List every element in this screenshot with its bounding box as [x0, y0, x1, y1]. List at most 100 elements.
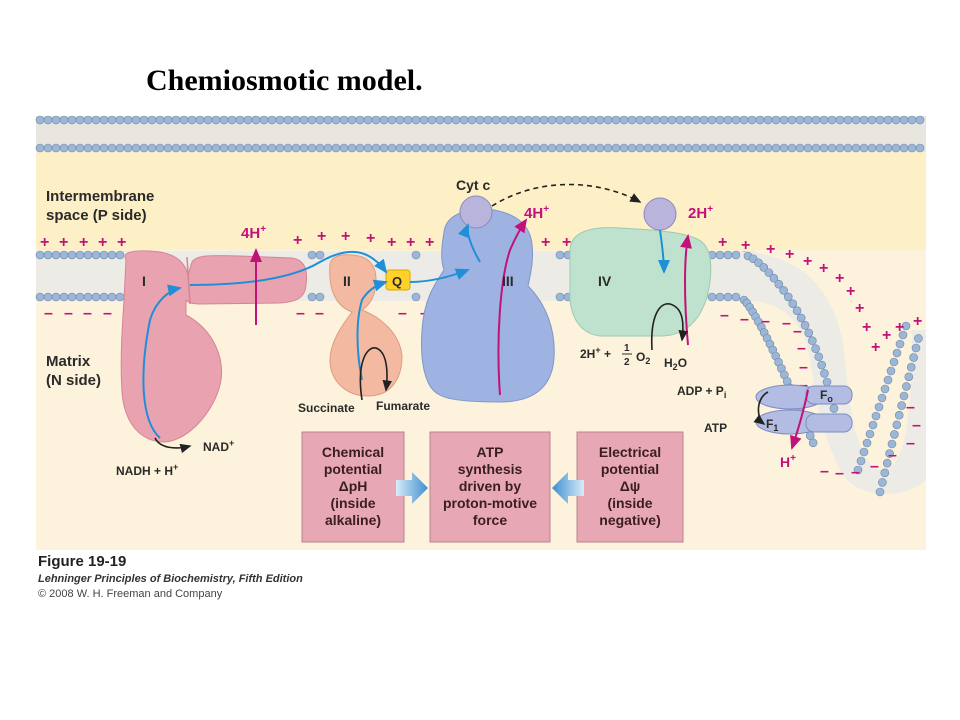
plus-charge: +	[855, 300, 864, 317]
lipid-head	[886, 366, 896, 376]
lipid-head	[355, 115, 365, 125]
nadh-arc	[154, 437, 192, 454]
lipid-head	[307, 115, 317, 125]
lipid-head	[723, 115, 733, 125]
lipid-head	[739, 143, 749, 153]
lipid-head	[35, 115, 45, 125]
lipid-head	[611, 115, 621, 125]
lipid-head	[419, 143, 429, 153]
lipid-head	[691, 143, 701, 153]
lipid-head	[539, 115, 549, 125]
lipid-head	[715, 143, 725, 153]
minus-charge: –	[720, 307, 729, 324]
lipid-head	[411, 250, 421, 260]
minus-charge: –	[103, 305, 112, 322]
lipid-head	[817, 360, 826, 370]
plus-charge: +	[117, 234, 126, 251]
lipid-head	[315, 292, 325, 302]
svg-text:Δψ: Δψ	[620, 478, 641, 494]
lipid-head	[59, 250, 69, 260]
lipid-head	[451, 115, 461, 125]
minus-charge: –	[782, 315, 791, 332]
lipid-head	[475, 115, 485, 125]
lipid-head	[187, 115, 197, 125]
lipid-head	[902, 382, 911, 391]
lipid-head	[147, 143, 157, 153]
lipid-head	[619, 143, 629, 153]
lipid-head	[411, 115, 421, 125]
lipid-head	[611, 143, 621, 153]
lipid-head	[651, 143, 661, 153]
lipid-head	[683, 143, 693, 153]
lipid-head	[787, 115, 797, 125]
lipid-head	[635, 115, 645, 125]
lipid-head	[51, 292, 61, 302]
lipid-head	[491, 115, 501, 125]
lipid-head	[43, 250, 53, 260]
lipid-head	[763, 115, 773, 125]
lipid-head	[347, 143, 357, 153]
lipid-head	[827, 115, 837, 125]
lipid-head	[107, 250, 117, 260]
lipid-head	[403, 115, 413, 125]
electron-path-I	[142, 284, 182, 439]
lipid-head	[683, 115, 693, 125]
lipid-head	[904, 372, 914, 382]
slide-title: Chemiosmotic model.	[146, 64, 423, 97]
lipid-head	[707, 143, 717, 153]
lipid-head	[395, 143, 405, 153]
F1-label: F1	[766, 417, 778, 433]
lipid-head	[747, 143, 757, 153]
lipid-head	[555, 115, 565, 125]
lipid-head	[555, 292, 565, 302]
lipid-head	[315, 143, 325, 153]
lipid-head	[787, 143, 797, 153]
lipid-head	[820, 369, 829, 378]
lipid-head	[83, 115, 93, 125]
lipid-head	[707, 115, 717, 125]
lipid-head	[883, 375, 893, 385]
minus-charge: –	[64, 305, 73, 322]
lipid-head	[571, 143, 581, 153]
lipid-head	[619, 115, 629, 125]
minus-charge: –	[870, 458, 879, 475]
lipid-head	[755, 115, 765, 125]
lipid-head	[907, 143, 917, 153]
lipid-head	[898, 330, 908, 340]
svg-text:potential: potential	[324, 461, 382, 477]
lipid-head	[59, 292, 69, 302]
lipid-head	[195, 115, 205, 125]
lipid-head	[675, 115, 685, 125]
atp-synthesis-text: ATP synthesis driven by proton-motive fo…	[443, 444, 537, 528]
lipid-head	[651, 115, 661, 125]
lipid-head	[707, 292, 717, 302]
svg-text:negative): negative)	[599, 512, 660, 528]
lipid-head	[195, 143, 205, 153]
lipid-head	[563, 143, 573, 153]
cyt-c-label: Cyt c	[456, 177, 490, 193]
svg-text:(inside: (inside	[607, 495, 652, 511]
plus-charge: +	[425, 234, 434, 251]
arrow-electrical-to-atp	[552, 472, 584, 504]
lipid-head	[115, 115, 125, 125]
lipid-head	[427, 143, 437, 153]
lipid-head	[67, 250, 77, 260]
lipid-head	[291, 115, 301, 125]
lipid-head	[859, 143, 869, 153]
complex-IV	[569, 227, 712, 337]
chemical-potential-text: Chemical potential ΔpH (inside alkaline)	[322, 444, 384, 528]
lipid-head	[507, 115, 517, 125]
lipid-head	[795, 115, 805, 125]
lipid-head	[875, 115, 885, 125]
lipid-head	[571, 115, 581, 125]
lipid-head	[755, 143, 765, 153]
lipid-head	[914, 334, 923, 343]
lipid-head	[91, 250, 101, 260]
plus-charge: +	[366, 230, 375, 247]
lipid-head	[563, 115, 573, 125]
lipid-head	[243, 115, 253, 125]
lipid-head	[859, 115, 869, 125]
lipid-head	[203, 115, 213, 125]
lipid-head	[659, 143, 669, 153]
proton-4H-right-label: 4H+	[524, 204, 549, 222]
